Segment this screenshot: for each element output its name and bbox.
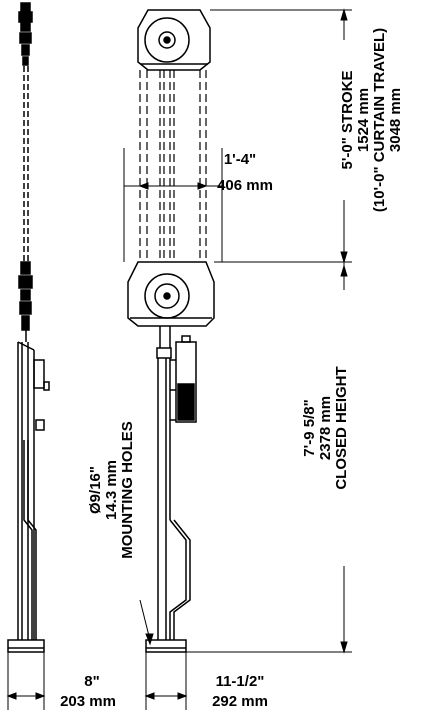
closed-height-label-group: 7'-9 5/8" 2378 mm CLOSED HEIGHT (301, 366, 350, 489)
side-lower-sheave (18, 261, 33, 342)
closed-height-label: CLOSED HEIGHT (333, 366, 350, 489)
hole-dia-label: Ø9/16" (87, 466, 104, 514)
front-view (123, 9, 223, 653)
hole-mm-label: 14.3 mm (103, 460, 120, 520)
closed-ft-label: 7'-9 5/8" (301, 399, 318, 456)
lower-drum-housing (127, 261, 215, 327)
base-side-mm-label: 203 mm (60, 693, 116, 710)
closed-mm-label: 2378 mm (317, 396, 334, 460)
stroke-mm-label: 1524 mm (355, 88, 372, 152)
travel-mm-label: 3048 mm (387, 88, 404, 152)
travel-ft-label: (10'-0" CURTAIN TRAVEL) (371, 28, 388, 212)
base-front-in-label: 11-1/2" (216, 673, 265, 690)
dimension-lines (6, 8, 352, 710)
base-side-in-label: 8" (84, 673, 99, 690)
mounting-holes-label-group: Ø9/16" 14.3 mm MOUNTING HOLES (87, 421, 136, 559)
stroke-label-group: 5'-0" STROKE 1524 mm (10'-0" CURTAIN TRA… (339, 28, 404, 212)
side-top-sheave (18, 2, 33, 66)
stroke-ft-label: 5'-0" STROKE (339, 70, 356, 169)
base-front-mm-label: 292 mm (212, 693, 268, 710)
width-in-label: 1'-4" (224, 151, 256, 168)
mounting-holes-label: MOUNTING HOLES (119, 421, 136, 559)
side-view (7, 2, 50, 653)
width-mm-label: 406 mm (217, 177, 273, 194)
